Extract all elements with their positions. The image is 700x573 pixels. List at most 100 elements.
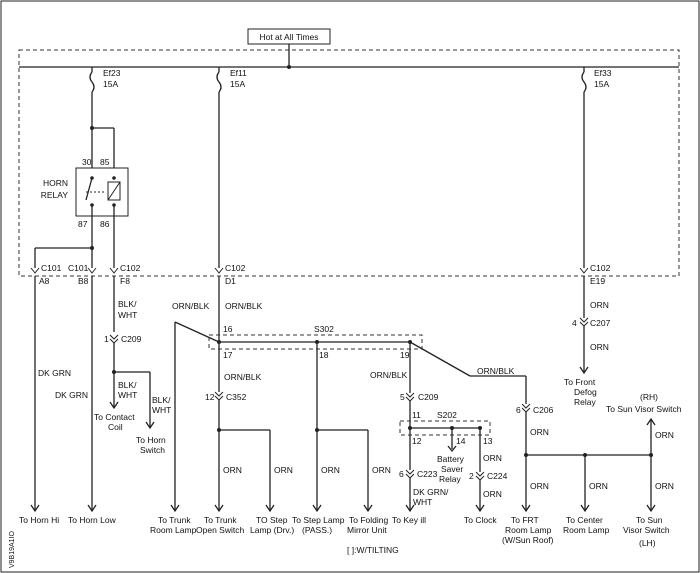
c352-label: C352 (226, 392, 247, 402)
c207-label: C207 (590, 318, 611, 328)
c223-pin: 6 (399, 469, 404, 479)
wire-orn-10: ORN (655, 481, 674, 491)
splice-s202-pin-13: 13 (483, 436, 493, 446)
dest-trunk-room-1: To Trunk (158, 515, 191, 525)
dest-battery-saver-1: Battery (437, 454, 465, 464)
c101-a-label: C101 (41, 263, 62, 273)
wire-blk-wht-2a: BLK/ (118, 380, 137, 390)
dest-horn-low: To Horn Low (68, 515, 117, 525)
wire-orn-13: ORN (590, 342, 609, 352)
splice-s302-pin-18: 18 (319, 350, 329, 360)
hot-at-all-times-label: Hot at All Times (259, 32, 318, 42)
wire-orn-8: ORN (530, 481, 549, 491)
wire-dk-grn-wht-a: DK GRN/ (413, 487, 449, 497)
splice-s302-pin-17: 17 (223, 350, 233, 360)
wire-orn-blk-3: ORN/BLK (224, 372, 262, 382)
splice-s302-pin-16: 16 (223, 324, 233, 334)
splice-s202-pin-11: 11 (412, 410, 421, 420)
splice-s202-box (399, 420, 491, 436)
dest-front-defog-2: Defog (574, 387, 597, 397)
splice-s302-name: S302 (314, 324, 334, 334)
relay-pin-87: 87 (78, 219, 88, 229)
wire-orn-2: ORN (274, 465, 293, 475)
dest-battery-saver-2: Saver (441, 464, 463, 474)
dest-horn-hi: To Horn Hi (19, 515, 59, 525)
fuse-ef11-id: Ef11 (230, 68, 247, 78)
dest-sun-visor-rh-1: (RH) (640, 392, 658, 402)
fuse-ef23-rating: 15A (103, 79, 118, 89)
c102-b-label: C102 (225, 263, 246, 273)
dest-clock: To Clock (464, 515, 497, 525)
c102-a-pin: F8 (120, 276, 130, 286)
dest-center-room-1: To Center (566, 515, 603, 525)
wire-blk-wht-3a: BLK/ (152, 395, 171, 405)
c209-b-label: C209 (418, 392, 439, 402)
fuse-ef23: Ef23 15A (89, 67, 121, 128)
footnote: [ ]:W/TILTING (347, 545, 399, 555)
splice-s302-box (208, 334, 423, 350)
dest-sun-visor-lh-3: (LH) (639, 538, 656, 548)
c206-pin: 6 (516, 405, 521, 415)
dest-contact-coil-1: To Contact (94, 412, 135, 422)
relay-pin-85: 85 (100, 157, 110, 167)
relay-pin-86: 86 (100, 219, 110, 229)
dest-front-defog-1: To Front (564, 377, 596, 387)
relay-name-line2: RELAY (41, 190, 69, 200)
splice-s202-name: S202 (437, 410, 457, 420)
dest-step-pass-2: (PASS.) (302, 525, 332, 535)
dest-frt-room-3: (W/Sun Roof) (502, 535, 554, 545)
wire-dk-grn-1: DK GRN (38, 368, 71, 378)
c207-pin: 4 (572, 318, 577, 328)
dest-sun-visor-lh-1: To Sun (636, 515, 663, 525)
dest-trunk-room-2: Room Lamp (150, 525, 197, 535)
fuse-box-outline (18, 49, 680, 277)
wire-orn-11: ORN (655, 430, 674, 440)
wire-orn-6: ORN (483, 489, 502, 499)
wire-orn-9: ORN (589, 481, 608, 491)
dest-step-drv-1: TO Step (256, 515, 288, 525)
fuse-ef23-id: Ef23 (103, 68, 121, 78)
wire-blk-wht-1b: WHT (118, 310, 137, 320)
splice-s302-pin-19: 19 (400, 350, 410, 360)
horn-relay-box (75, 167, 129, 217)
wire-orn-7: ORN (530, 427, 549, 437)
c102-a-label: C102 (120, 263, 141, 273)
dest-horn-switch-1: To Horn (136, 435, 166, 445)
wire-dk-grn-2: DK GRN (55, 390, 88, 400)
wire-dk-grn-wht-b: WHT (413, 497, 432, 507)
wire-blk-wht-3b: WHT (152, 405, 171, 415)
wire-orn-blk-1: ORN/BLK (225, 301, 263, 311)
connector-marks (30, 267, 589, 274)
c209-a-label: C209 (121, 334, 142, 344)
c101-b-pin: B8 (78, 276, 89, 286)
dest-center-room-2: Room Lamp (563, 525, 610, 535)
c224-pin: 2 (469, 471, 474, 481)
dest-frt-room-2: Room Lamp (505, 525, 552, 535)
dest-step-pass-1: To Step Lamp (292, 515, 345, 525)
wire-orn-5: ORN (483, 453, 502, 463)
dest-sun-visor-rh-2: To Sun Visor Switch (606, 404, 682, 414)
fuse-ef11: Ef11 15A (216, 67, 247, 268)
dest-trunk-open-1: To Trunk (204, 515, 237, 525)
horn-relay: 30 85 87 86 HORN RELAY (41, 126, 129, 229)
fuse-ef33: Ef33 15A (581, 67, 612, 268)
wire-orn-12: ORN (590, 300, 609, 310)
splice-s202-pin-14: 14 (456, 436, 466, 446)
dest-front-defog-3: Relay (574, 397, 596, 407)
fuse-ef33-rating: 15A (594, 79, 609, 89)
fuse-ef33-id: Ef33 (594, 68, 612, 78)
wire-orn-3: ORN (321, 465, 340, 475)
dest-step-drv-2: Lamp (Drv.) (250, 525, 294, 535)
relay-name-line1: HORN (43, 178, 68, 188)
dest-trunk-open-2: Open Switch (196, 525, 244, 535)
dest-folding-1: To Folding (349, 515, 388, 525)
c102-c-label: C102 (590, 263, 611, 273)
c223-label: C223 (417, 469, 438, 479)
wire-orn-blk-4: ORN/BLK (370, 370, 408, 380)
dest-sun-visor-lh-2: Visor Switch (623, 525, 670, 535)
side-code: V9B19A1IO (9, 530, 16, 568)
c102-c-pin: E19 (590, 276, 605, 286)
wire-blk-wht-2b: WHT (118, 390, 137, 400)
